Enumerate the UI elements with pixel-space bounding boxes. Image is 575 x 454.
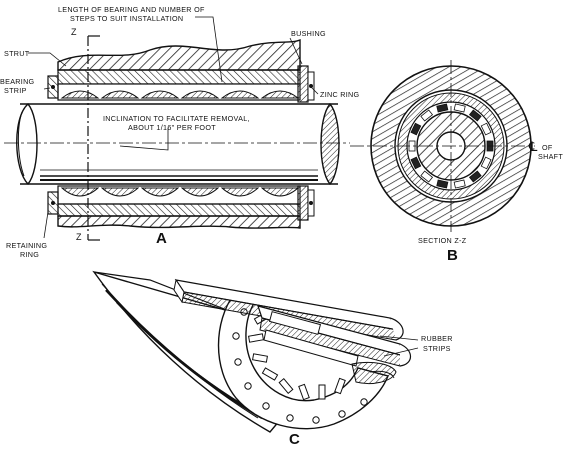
figure-label-c: C <box>289 431 300 448</box>
strut-housing-bottom <box>57 215 301 229</box>
bearing-strip-segment <box>468 170 482 183</box>
bushing-upper <box>57 69 301 85</box>
label-shaft: SHAFT <box>538 152 563 161</box>
label-strip: STRIP <box>4 86 27 95</box>
propeller-shaft <box>16 102 340 186</box>
figure-label-b: B <box>447 247 458 264</box>
label-z-bottom: Z <box>76 232 82 242</box>
bearing-strip-waves-upper <box>60 90 300 99</box>
zinc-ring-lower <box>297 185 309 221</box>
bearing-strip-segment <box>436 179 449 189</box>
bearing-strip-segment <box>410 156 422 170</box>
flange-bolt-hole <box>234 358 242 366</box>
flange-bolt-hole <box>232 332 240 340</box>
bearing-strip-segment <box>453 179 466 189</box>
figure-b-section-z-z: ℄ OF SHAFT SECTION Z-Z B <box>350 60 563 264</box>
figure-c-isometric-cutaway: RUBBER STRIPS C <box>92 270 453 448</box>
bearing-strip-segment <box>453 103 466 113</box>
strut-housing-top <box>57 38 301 71</box>
label-zinc-ring: ZINC RING <box>320 90 360 99</box>
bearing-strip-segment <box>480 156 492 170</box>
label-section-z-z: SECTION Z-Z <box>418 236 467 245</box>
inner-bearing-strip <box>261 367 279 381</box>
bearing-strip-segment <box>410 122 422 136</box>
flange-bolt-hole <box>312 416 320 424</box>
flange-bolt-hole <box>262 402 270 410</box>
label-length-of-bearing-line2: STEPS TO SUIT INSTALLATION <box>70 14 183 23</box>
inner-bearing-strip <box>248 333 264 343</box>
bearing-strip-segment <box>420 109 434 122</box>
label-bearing: BEARING <box>0 77 35 86</box>
flange-bolt-hole <box>338 410 346 418</box>
label-bushing: BUSHING <box>291 29 326 38</box>
leader-lines-a <box>28 16 319 239</box>
inner-bearing-strip <box>278 378 294 394</box>
label-ring: RING <box>20 250 39 259</box>
bearing-strip-waves-lower <box>60 187 300 197</box>
label-z-top: Z <box>71 27 77 37</box>
flange-bolt-hole <box>244 382 252 390</box>
label-rubber: RUBBER <box>421 334 453 343</box>
inner-bearing-strip <box>298 383 310 401</box>
label-strut: STRUT <box>4 49 30 58</box>
inner-bearing-strip <box>252 353 268 363</box>
bushing-lower <box>57 203 301 217</box>
inner-bearing-strip <box>318 384 326 400</box>
inner-bearing-strip <box>334 377 346 395</box>
label-inclination-line2: ABOUT 1/16" PER FOOT <box>128 123 216 132</box>
bearing-strip-segments <box>408 103 494 189</box>
section-line-z-z <box>87 35 100 241</box>
label-of: OF <box>542 143 553 152</box>
rubber-strip-end-pieces <box>351 361 397 385</box>
bearing-strip-segment <box>420 170 434 183</box>
figure-label-a: A <box>156 230 167 247</box>
label-length-of-bearing-line1: LENGTH OF BEARING AND NUMBER OF <box>58 5 205 14</box>
zinc-ring-upper <box>297 65 309 103</box>
bearing-strip-segment <box>436 103 449 113</box>
bearing-strip-segment <box>468 109 482 122</box>
label-inclination-line1: INCLINATION TO FACILITATE REMOVAL, <box>103 114 250 123</box>
label-retaining: RETAINING <box>6 241 47 250</box>
label-strips: STRIPS <box>423 344 451 353</box>
figure-a-longitudinal-section: LENGTH OF BEARING AND NUMBER OF STEPS TO… <box>0 5 360 259</box>
flange-bolt-hole <box>360 398 368 406</box>
leader-lines-c <box>379 335 419 357</box>
flange-bolt-hole <box>286 414 294 422</box>
bearing-strip-segment <box>480 122 492 136</box>
label-cl-symbol: ℄ <box>528 139 538 154</box>
